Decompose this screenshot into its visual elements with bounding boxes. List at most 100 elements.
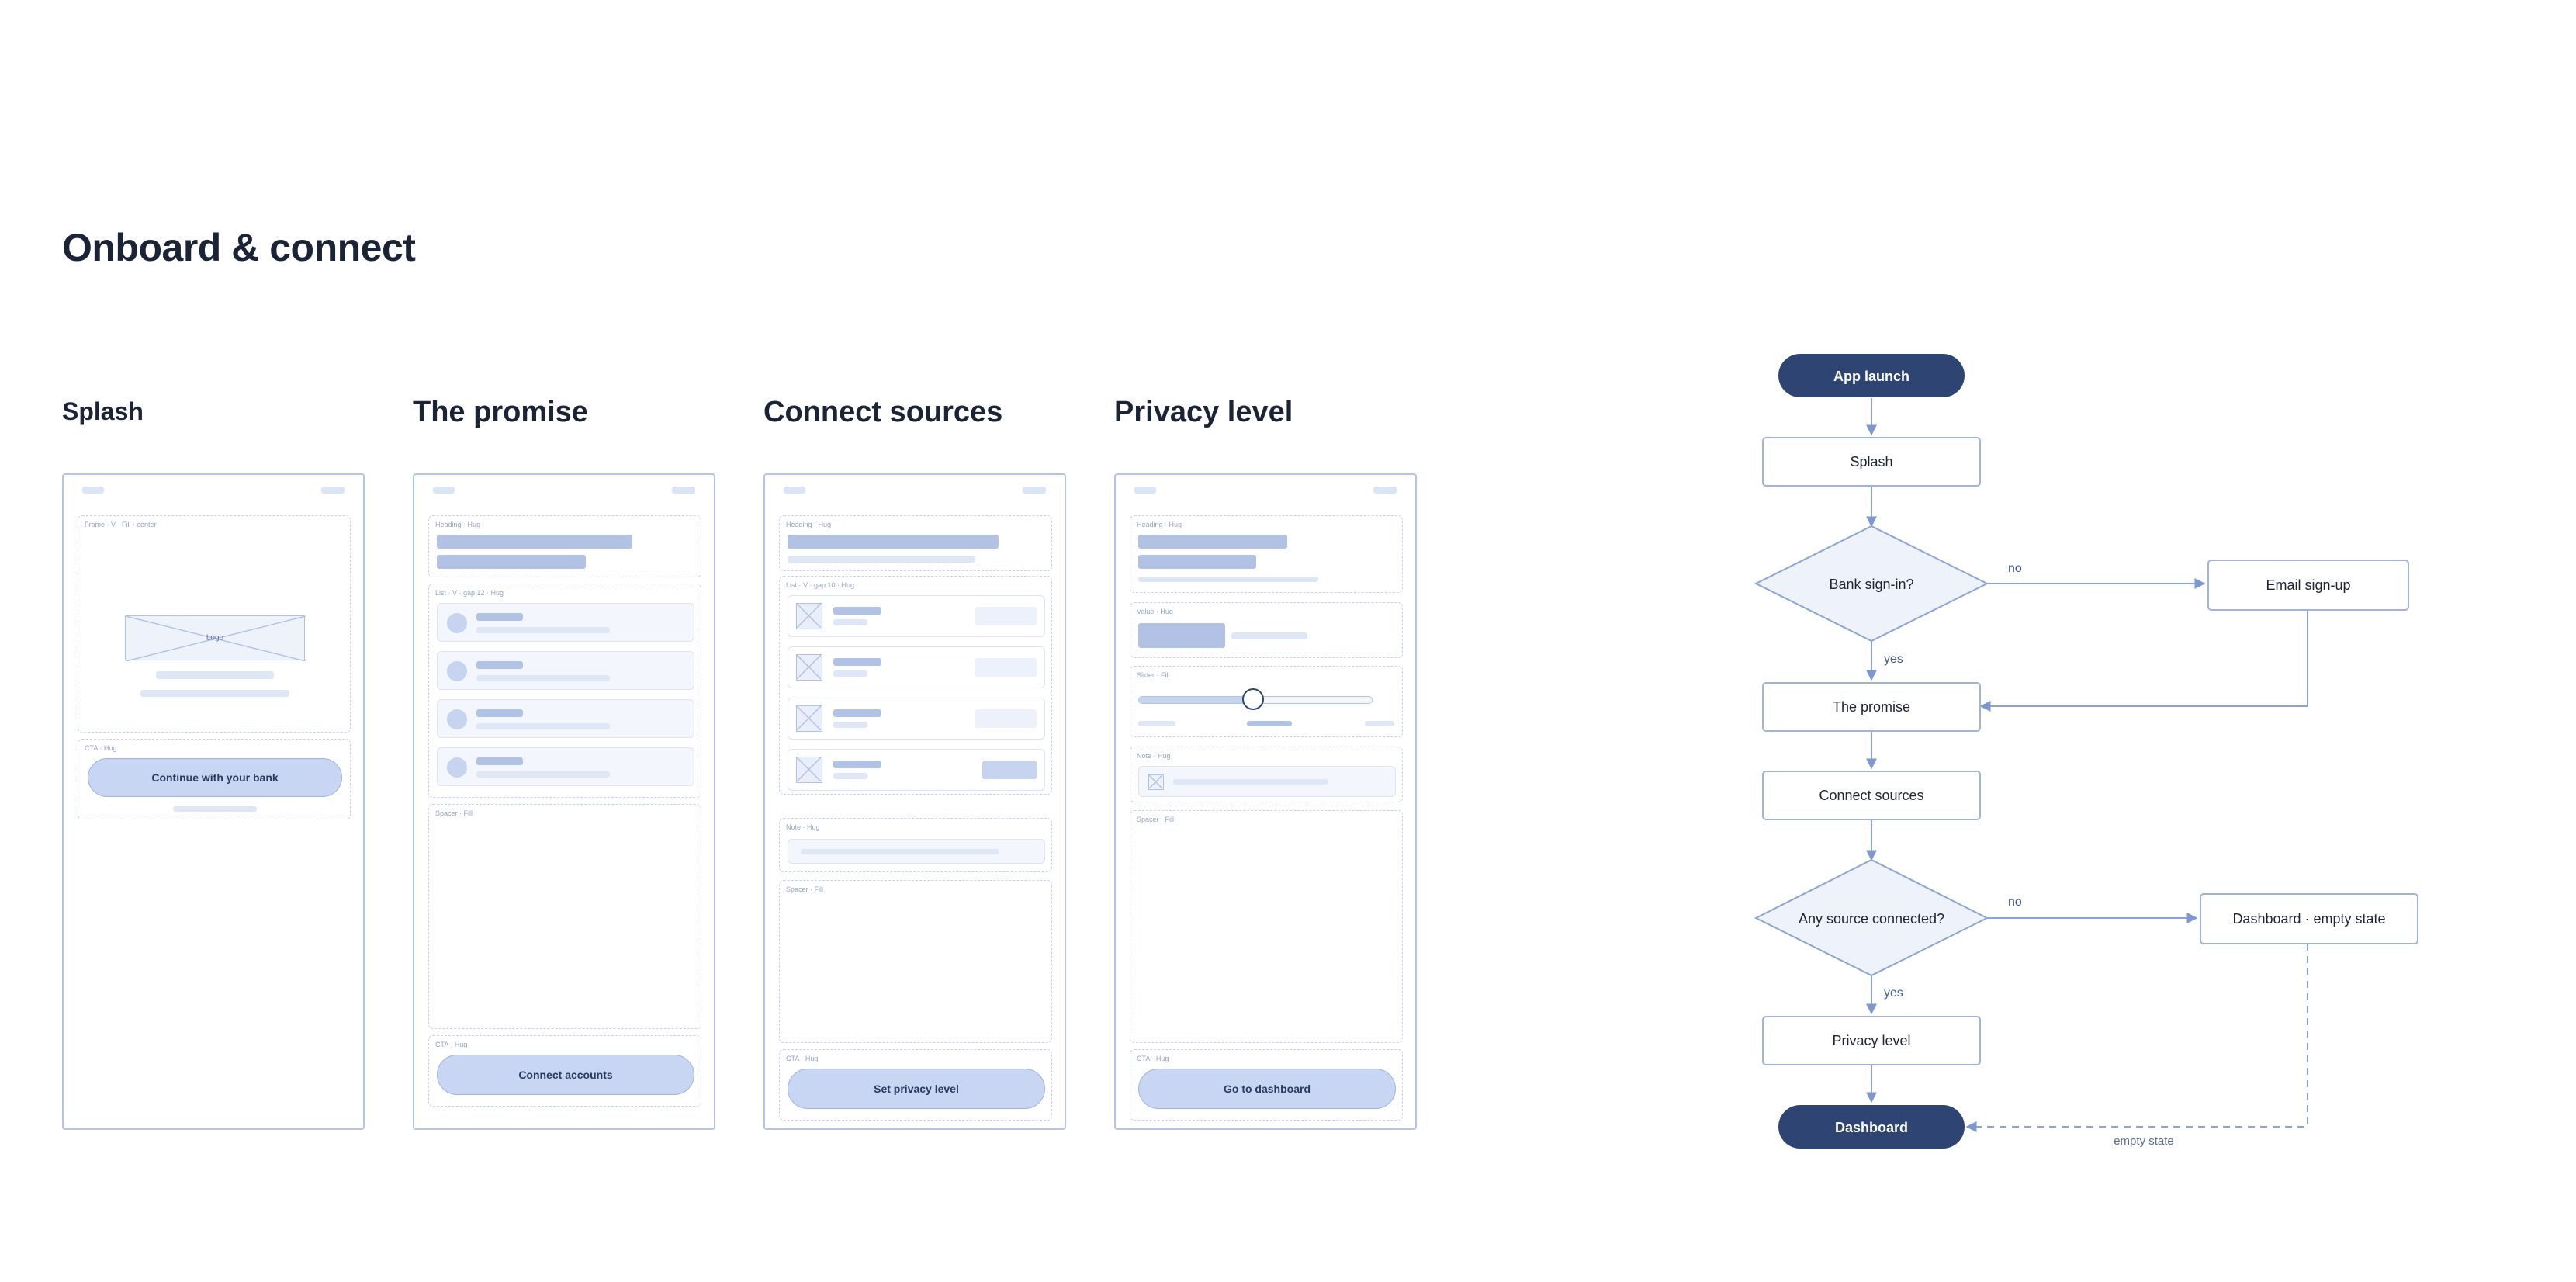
status-bar-right [1373, 487, 1397, 494]
node-splash [1762, 437, 1981, 487]
cta-frame: CTA · Hug Go to dashboard [1130, 1049, 1403, 1121]
source-desc-bar [833, 619, 867, 625]
heading-bar [1138, 535, 1287, 549]
slider-frame: Slider · Fill [1130, 666, 1403, 737]
connect-toggle[interactable] [975, 607, 1037, 625]
connect-toggle-active[interactable] [982, 761, 1037, 779]
value-display [1138, 623, 1225, 648]
continue-with-bank-button[interactable]: Continue with your bank [88, 758, 342, 797]
list-item [437, 747, 694, 786]
item-title-bar [476, 709, 523, 717]
spacer-frame: Spacer · Fill [428, 804, 701, 1029]
status-bar-right [321, 487, 345, 494]
item-desc-bar [476, 771, 610, 778]
status-bar-left [82, 487, 104, 494]
source-row[interactable] [788, 749, 1045, 791]
source-desc-bar [833, 773, 867, 779]
node-promise [1762, 682, 1981, 732]
connect-sources-screen: Heading · Hug List · V · gap 10 · Hug [763, 473, 1066, 1130]
slider-tick-max [1365, 721, 1394, 726]
connect-toggle[interactable] [975, 658, 1037, 677]
note-frame: Note · Hug [779, 818, 1052, 872]
set-privacy-level-button[interactable]: Set privacy level [788, 1069, 1045, 1109]
status-bar-right [672, 487, 695, 494]
slider-tick-min [1138, 721, 1175, 726]
secondary-link-bar[interactable] [173, 806, 257, 812]
image-placeholder-icon [796, 757, 822, 783]
go-to-dashboard-button[interactable]: Go to dashboard [1138, 1069, 1396, 1109]
frame-label: Frame · V · Fill · center [85, 521, 157, 528]
value-caption-bar [1231, 632, 1307, 639]
heading-bar-2 [437, 555, 586, 569]
slider-fill [1139, 697, 1260, 703]
node-connect-sources [1762, 771, 1981, 820]
connect-toggle[interactable] [975, 709, 1037, 728]
avatar [447, 757, 467, 778]
source-row[interactable] [788, 646, 1045, 688]
heading-frame: Heading · Hug [1130, 515, 1403, 593]
list-frame-label: List · V · gap 10 · Hug [786, 581, 855, 589]
cta-frame: CTA · Hug Connect accounts [428, 1035, 701, 1107]
source-title-bar [833, 709, 881, 717]
item-title-bar [476, 613, 523, 621]
note-frame-label: Note · Hug [786, 823, 820, 831]
sources-list-frame: List · V · gap 10 · Hug [779, 576, 1052, 795]
node-dashboard [1778, 1105, 1965, 1149]
slider-thumb[interactable] [1242, 688, 1264, 710]
edge-label-yes-2: yes [1884, 986, 1903, 1000]
item-desc-bar [476, 627, 610, 633]
item-desc-bar [476, 675, 610, 681]
item-title-bar [476, 757, 523, 765]
status-bar-left [433, 487, 455, 494]
page-title: Onboard & connect [62, 226, 416, 269]
screen-title-connect: Connect sources [763, 396, 1003, 428]
node-splash-label: Splash [1850, 454, 1892, 469]
heading-bar [437, 535, 632, 549]
heading-frame-label: Heading · Hug [435, 521, 481, 528]
decision-any-source [1754, 858, 1989, 977]
decision-any-source-label: Any source connected? [1799, 911, 1944, 927]
edge-label-no: no [2008, 562, 2022, 575]
subheading-bar [788, 556, 975, 563]
edge-email-promise [1979, 610, 2308, 712]
image-placeholder-icon [796, 654, 822, 681]
cta-frame-label: CTA · Hug [1137, 1055, 1169, 1062]
decision-bank-signin-label: Bank sign-in? [1829, 577, 1913, 592]
decision-bank-signin [1754, 525, 1989, 643]
spacer-frame: Spacer · Fill [1130, 810, 1403, 1043]
connect-accounts-button[interactable]: Connect accounts [437, 1055, 694, 1095]
value-frame-label: Value · Hug [1137, 608, 1173, 615]
cta-frame-label: CTA · Hug [85, 744, 117, 752]
privacy-level-screen: Heading · Hug Value · Hug Slider · Fill … [1114, 473, 1417, 1130]
node-promise-label: The promise [1833, 699, 1910, 715]
screen-title-splash: Splash [62, 397, 144, 425]
edge-label-no-2: no [2008, 896, 2022, 909]
source-desc-bar [833, 722, 867, 728]
logo-label: Logo [206, 633, 224, 643]
status-bar-right [1023, 487, 1046, 494]
promise-screen: Heading · Hug List · V · gap 12 · Hug Sp… [413, 473, 715, 1130]
note-text-bar [1173, 779, 1328, 785]
note-text-bar [801, 849, 999, 854]
node-email-signup [2207, 560, 2409, 611]
source-row[interactable] [788, 698, 1045, 740]
cta-frame: CTA · Hug Continue with your bank [78, 739, 351, 819]
node-dashboard-empty [2200, 893, 2418, 944]
source-title-bar [833, 607, 881, 615]
heading-frame: Heading · Hug [428, 515, 701, 577]
cta-frame-label: CTA · Hug [435, 1041, 468, 1048]
heading-frame-label: Heading · Hug [1137, 521, 1182, 528]
edge-label-empty-state: empty state [2114, 1135, 2174, 1148]
logo-placeholder: Logo [125, 615, 306, 661]
note-frame: Note · Hug [1130, 747, 1403, 802]
source-row[interactable] [788, 595, 1045, 637]
status-bar-left [1134, 487, 1156, 494]
item-title-bar [476, 661, 523, 669]
node-privacy-level [1762, 1016, 1981, 1065]
heading-frame: Heading · Hug [779, 515, 1052, 571]
spacer-frame-label: Spacer · Fill [1137, 816, 1175, 823]
edge-empty-dashboard [1965, 944, 2308, 1132]
screen-title-privacy: Privacy level [1114, 396, 1293, 428]
heading-bar-2 [1138, 555, 1256, 569]
